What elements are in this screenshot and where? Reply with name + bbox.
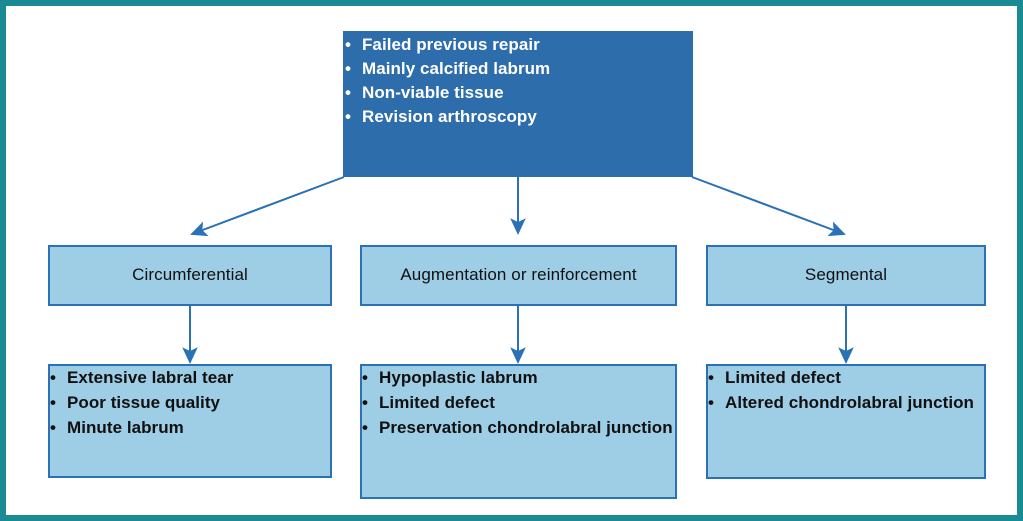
criteria-list: Limited defect Altered chondrolabral jun…: [708, 366, 984, 415]
technique-label: Augmentation or reinforcement: [400, 265, 637, 285]
arrow-root-to-segmental: [691, 176, 846, 237]
node-indications[interactable]: Failed previous repair Mainly calcified …: [343, 31, 693, 177]
list-item: Failed previous repair: [345, 33, 691, 57]
list-item: Minute labrum: [50, 416, 330, 440]
technique-label: Segmental: [804, 265, 888, 285]
list-item: Altered chondrolabral junction: [708, 391, 984, 415]
criteria-list: Hypoplastic labrum Limited defect Preser…: [362, 366, 675, 441]
node-criteria-circumferential[interactable]: Extensive labral tear Poor tissue qualit…: [48, 364, 332, 478]
list-item: Revision arthroscopy: [345, 105, 691, 129]
list-item: Preservation chondrolabral junction: [362, 416, 675, 440]
criteria-list: Extensive labral tear Poor tissue qualit…: [50, 366, 330, 441]
node-technique-augmentation[interactable]: Augmentation or reinforcement: [360, 245, 677, 306]
list-item: Mainly calcified labrum: [345, 57, 691, 81]
node-criteria-segmental[interactable]: Limited defect Altered chondrolabral jun…: [706, 364, 986, 479]
list-item: Non-viable tissue: [345, 81, 691, 105]
arrow-root-to-circumferential: [190, 176, 345, 237]
node-criteria-augmentation[interactable]: Hypoplastic labrum Limited defect Preser…: [360, 364, 677, 499]
list-item: Limited defect: [362, 391, 675, 415]
indications-list: Failed previous repair Mainly calcified …: [345, 33, 691, 130]
node-technique-circumferential[interactable]: Circumferential: [48, 245, 332, 306]
list-item: Hypoplastic labrum: [362, 366, 675, 390]
list-item: Extensive labral tear: [50, 366, 330, 390]
node-technique-segmental[interactable]: Segmental: [706, 245, 986, 306]
technique-label: Circumferential: [132, 265, 248, 285]
list-item: Poor tissue quality: [50, 391, 330, 415]
list-item: Limited defect: [708, 366, 984, 390]
